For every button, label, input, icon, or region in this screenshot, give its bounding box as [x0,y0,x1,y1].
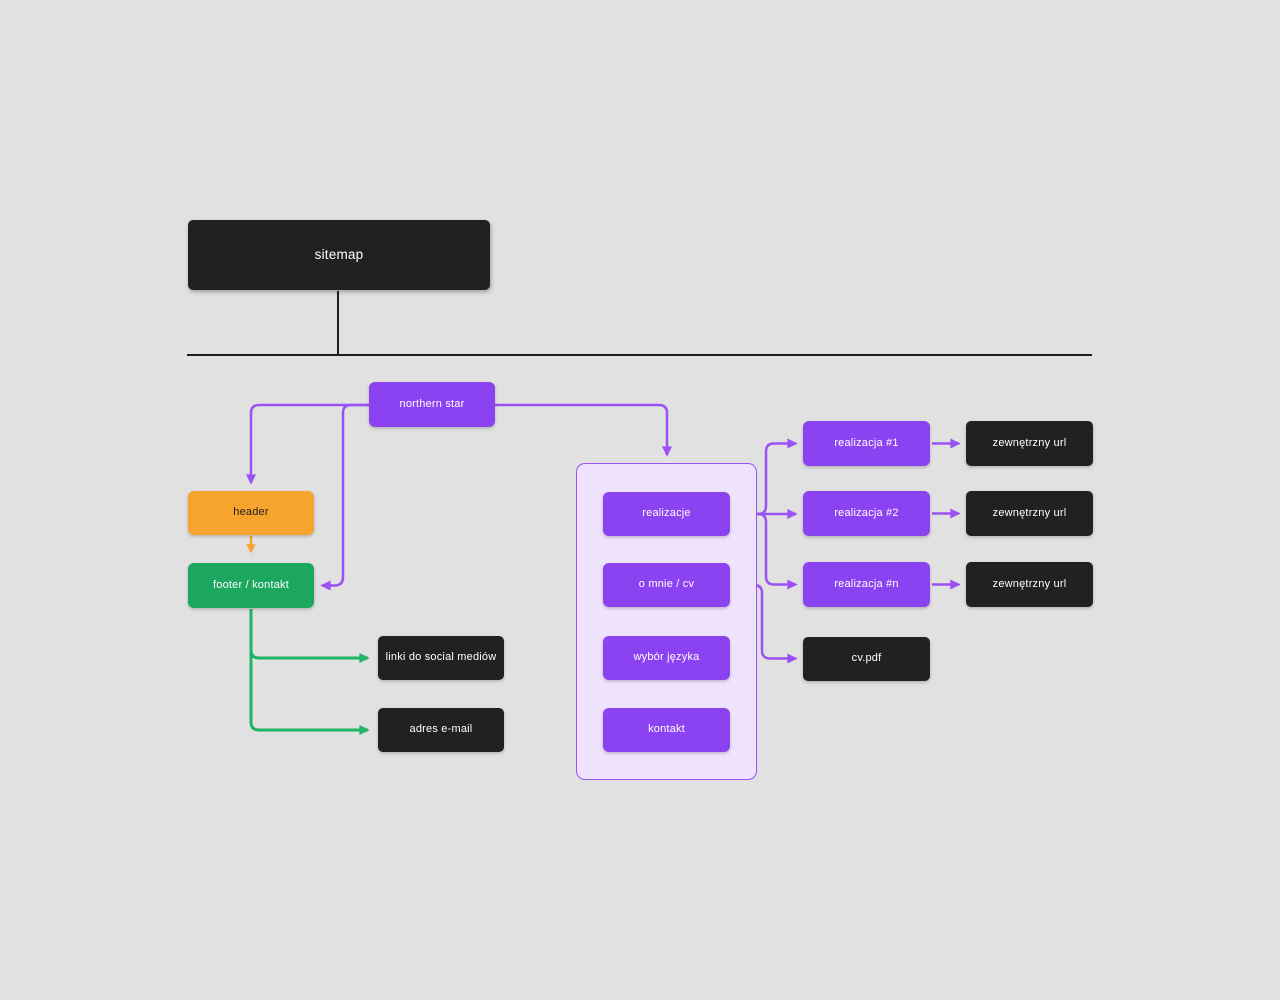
realizacja-n-node[interactable]: realizacja #n [803,562,930,607]
connector-omnie-to-cvpdf [730,583,798,664]
menu-item-kontakt[interactable]: kontakt [603,708,730,752]
realizacja-2-node[interactable]: realizacja #2 [803,491,930,536]
realizacja-1-label: realizacja #1 [834,436,899,449]
menu-item-o-mnie-cv-label: o mnie / cv [638,578,695,591]
connector-realizacje-to-realizacjan [730,512,798,590]
external-url-n-node[interactable]: zewnętrzny url [966,562,1093,607]
external-url-1-label: zewnętrzny url [992,436,1067,449]
email-address-label: adres e-mail [409,723,473,736]
header-node[interactable]: header [188,491,314,535]
northern-star-node[interactable]: northern star [369,382,495,427]
email-address-node[interactable]: adres e-mail [378,708,504,752]
menu-item-realizacje[interactable]: realizacje [603,492,730,536]
menu-item-realizacje-label: realizacje [642,507,691,520]
realizacja-n-label: realizacja #n [834,577,899,590]
pages-group-frame[interactable]: realizacje o mnie / cv wybór języka kont… [576,463,757,780]
external-url-1-node[interactable]: zewnętrzny url [966,421,1093,466]
realizacja-2-label: realizacja #2 [834,506,899,519]
external-url-2-label: zewnętrzny url [992,506,1067,519]
footer-kontakt-node[interactable]: footer / kontakt [188,563,314,608]
connector-northernstar-to-pages-group [495,403,673,457]
realizacja-1-node[interactable]: realizacja #1 [803,421,930,466]
connector-northernstar-to-header [245,403,369,485]
connector-footer-to-social [249,609,370,664]
cv-pdf-node[interactable]: cv.pdf [803,637,930,681]
menu-item-wybor-jezyka-label: wybór języka [633,651,700,664]
connector-footer-to-email [249,609,370,736]
sitemap-root-label: sitemap [314,246,364,262]
external-url-2-node[interactable]: zewnętrzny url [966,491,1093,536]
connector-northernstar-to-footer [320,403,369,591]
cv-pdf-label: cv.pdf [851,652,882,665]
menu-item-wybor-jezyka[interactable]: wybór języka [603,636,730,680]
sitemap-root-node[interactable]: sitemap [188,220,490,290]
social-media-links-label: linki do social mediów [385,651,497,664]
menu-item-kontakt-label: kontakt [648,723,685,736]
header-label: header [233,506,269,519]
menu-item-o-mnie-cv[interactable]: o mnie / cv [603,563,730,607]
footer-kontakt-label: footer / kontakt [213,578,289,591]
social-media-links-node[interactable]: linki do social mediów [378,636,504,680]
external-url-n-label: zewnętrzny url [992,577,1067,590]
northern-star-label: northern star [399,397,465,410]
